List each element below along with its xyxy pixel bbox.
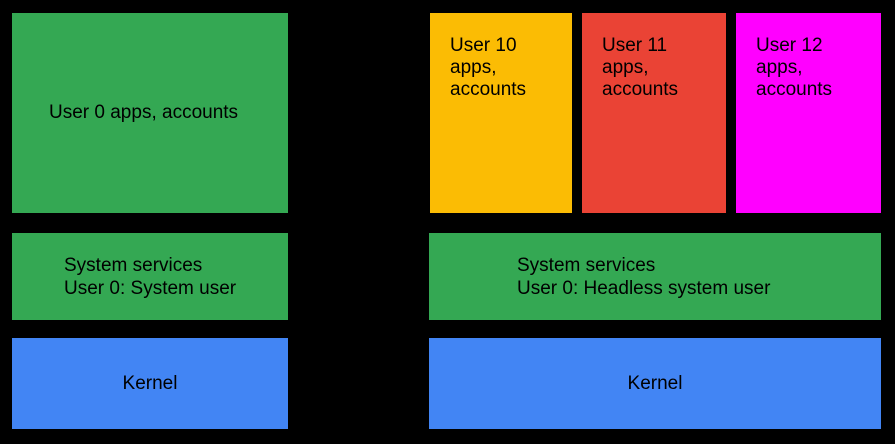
user11-line-2: apps, xyxy=(602,57,649,78)
system-services-box-left: System services User 0: System user xyxy=(12,233,288,320)
headless-system-user-label-right: User 0: Headless system user xyxy=(517,277,771,299)
user10-apps-box: User 10 apps, accounts xyxy=(430,13,572,213)
kernel-box-left: Kernel xyxy=(12,338,288,429)
user12-line-3: accounts xyxy=(756,79,833,100)
user10-line-2: apps, xyxy=(450,57,497,78)
system-user-label-left: User 0: System user xyxy=(64,277,237,299)
user12-apps-box: User 12 apps, accounts xyxy=(736,13,881,213)
user12-line-1: User 12 xyxy=(756,35,823,56)
user11-line-3: accounts xyxy=(602,79,679,100)
kernel-box-right: Kernel xyxy=(429,338,881,429)
user11-line-1: User 11 xyxy=(602,35,668,56)
user11-apps-box: User 11 apps, accounts xyxy=(582,13,726,213)
user12-line-2: apps, xyxy=(756,57,803,78)
kernel-label-left: Kernel xyxy=(122,372,178,394)
system-services-label-left: System services xyxy=(64,254,203,276)
user10-line-1: User 10 xyxy=(450,35,517,56)
system-services-label-right: System services xyxy=(517,254,656,276)
kernel-label-right: Kernel xyxy=(627,372,683,394)
user0-apps-label: User 0 apps, accounts xyxy=(49,102,239,123)
user0-apps-box: User 0 apps, accounts xyxy=(12,13,288,213)
user10-line-3: accounts xyxy=(450,79,527,100)
system-services-box-right: System services User 0: Headless system … xyxy=(429,233,881,320)
